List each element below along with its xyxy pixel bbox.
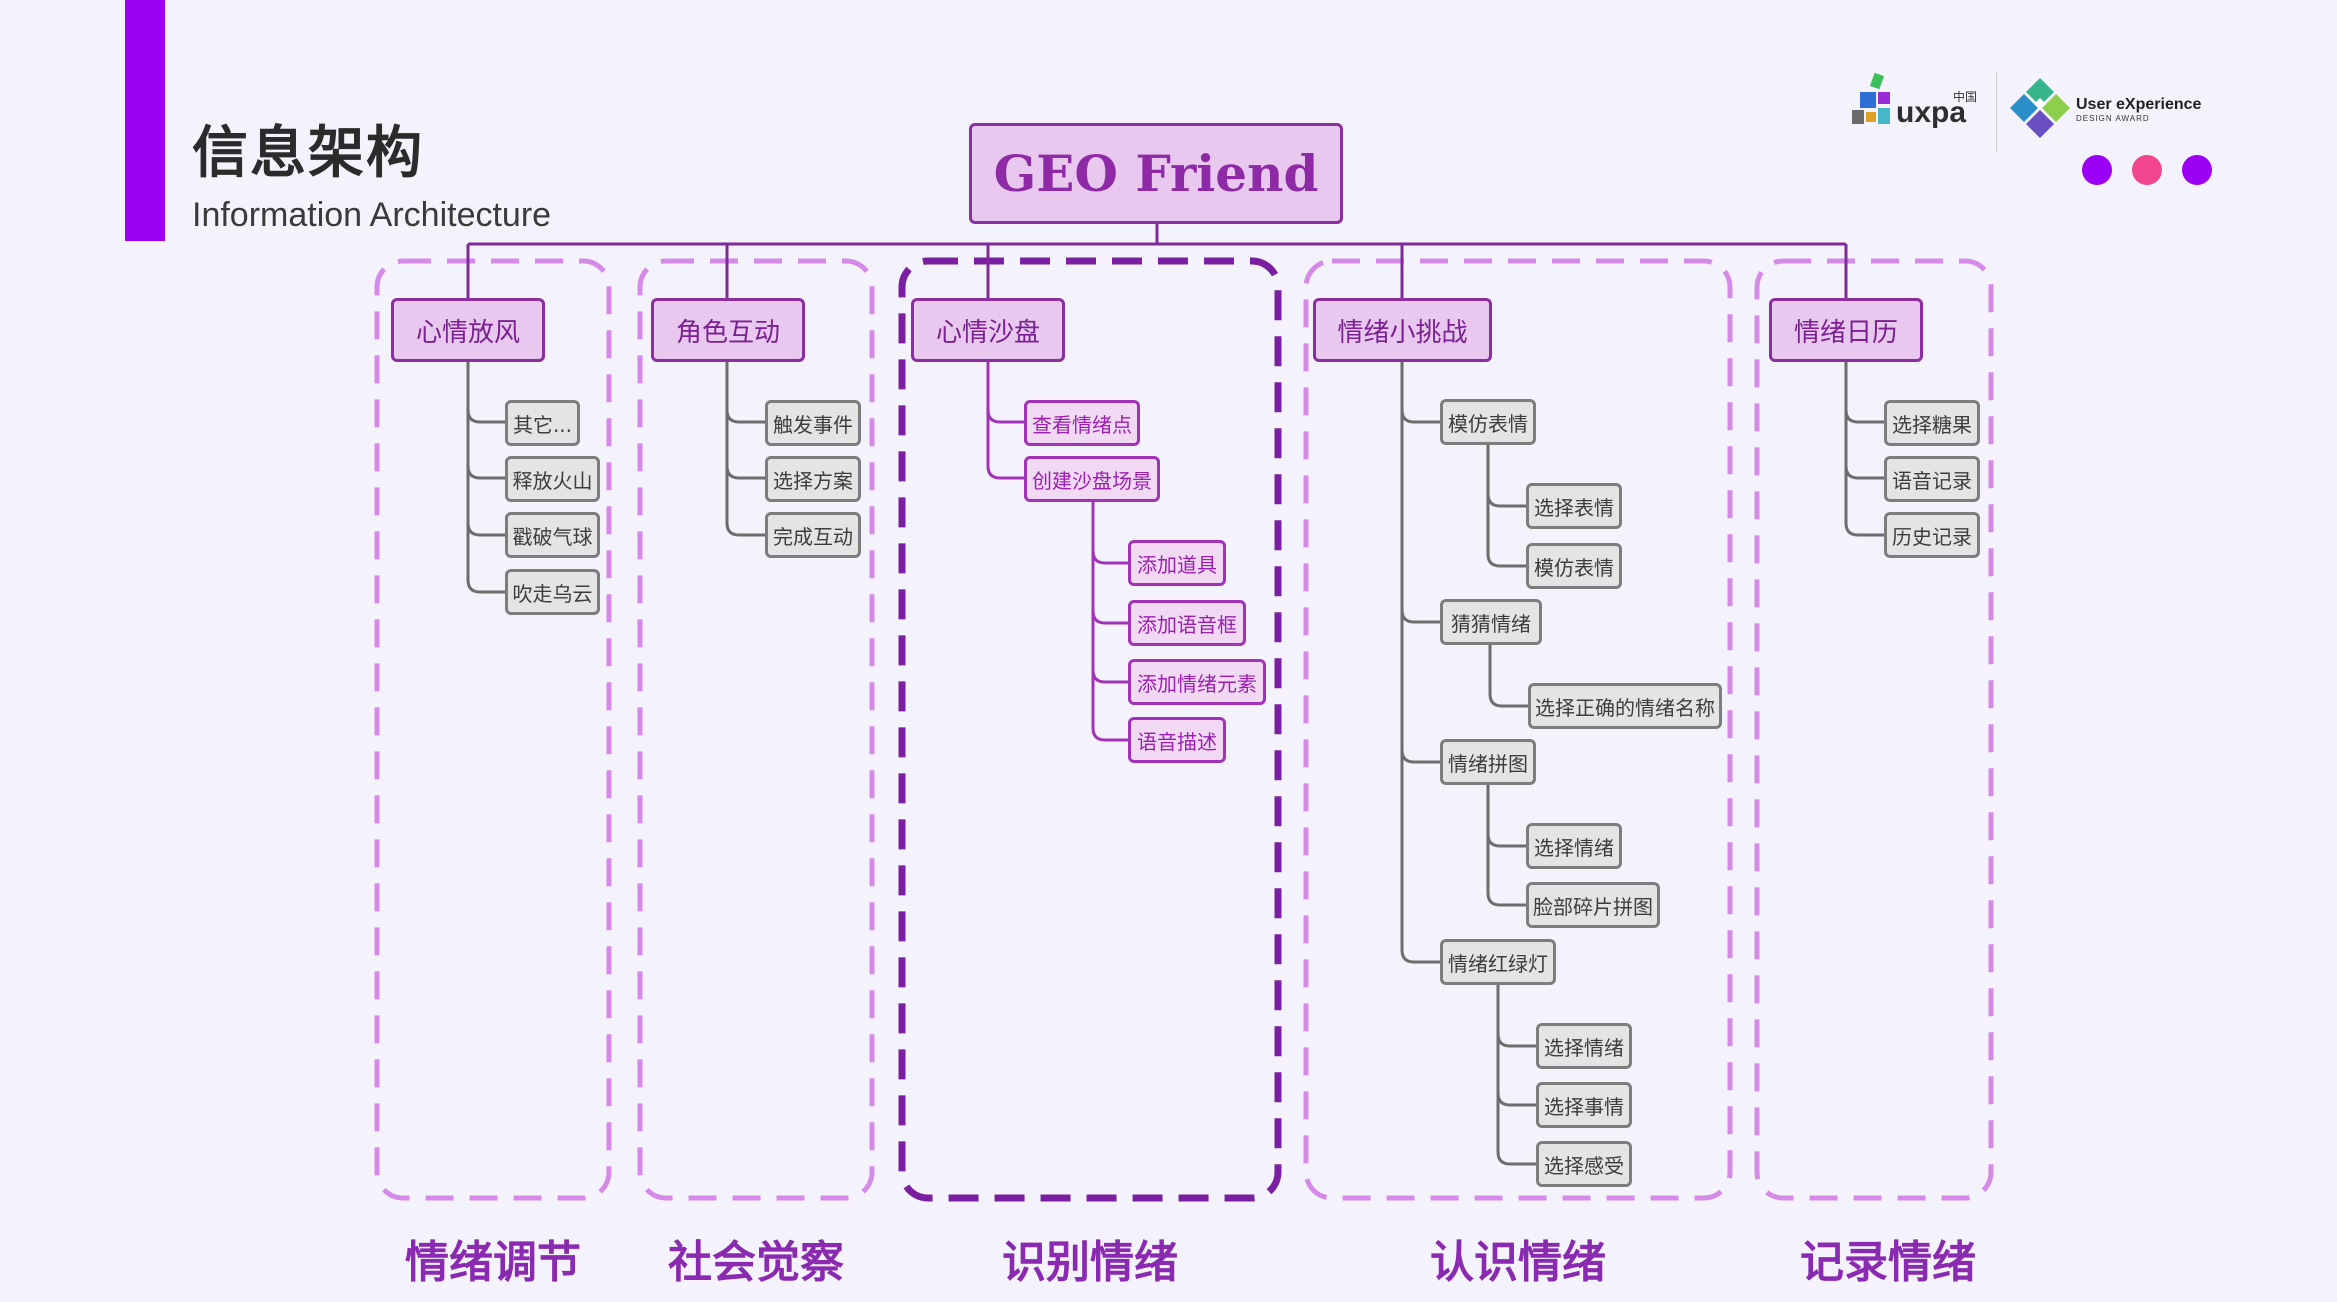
category-emotion-challenge: 情绪小挑战 bbox=[1313, 298, 1492, 362]
uxpa-logo-text: uxpa bbox=[1896, 96, 1967, 129]
tree-node: 语音记录 bbox=[1884, 456, 1980, 502]
ux-award-title: User eXperience bbox=[2076, 96, 2202, 113]
category-emotion-calendar: 情绪日历 bbox=[1769, 298, 1923, 362]
tree-node: 选择表情 bbox=[1526, 483, 1622, 529]
ux-award-subtitle: DESIGN AWARD bbox=[2076, 114, 2150, 123]
tree-node: 释放火山 bbox=[505, 456, 600, 502]
tree-node: 选择情绪 bbox=[1526, 823, 1622, 869]
group-frame-identify-emotion bbox=[898, 257, 1282, 1202]
tree-node: 触发事件 bbox=[765, 400, 861, 446]
tree-node: 猜猜情绪 bbox=[1440, 599, 1542, 645]
tree-node: 吹走乌云 bbox=[505, 569, 600, 615]
tree-node: 戳破气球 bbox=[505, 512, 600, 558]
category-role-interaction: 角色互动 bbox=[651, 298, 805, 362]
root-node: GEO Friend bbox=[969, 123, 1343, 224]
tree-node: 添加情绪元素 bbox=[1128, 659, 1266, 705]
tree-node: 脸部碎片拼图 bbox=[1526, 882, 1660, 928]
tree-node: 添加语音框 bbox=[1128, 600, 1246, 646]
tree-node: 完成互动 bbox=[765, 512, 861, 558]
dot-3 bbox=[2182, 155, 2212, 185]
tree-node: 选择情绪 bbox=[1536, 1023, 1632, 1069]
tree-node: 模仿表情 bbox=[1526, 543, 1622, 589]
uxpa-logo-cn: 中国 bbox=[1953, 90, 1978, 104]
group-label-emotion-regulation: 情绪调节 bbox=[405, 1237, 581, 1288]
category-mood-release: 心情放风 bbox=[391, 298, 545, 362]
accent-bar bbox=[125, 0, 165, 241]
group-frame-record-emotion bbox=[1754, 258, 1994, 1201]
group-label-know-emotion: 认识情绪 bbox=[1430, 1237, 1606, 1288]
group-label-social-awareness: 社会觉察 bbox=[668, 1237, 844, 1288]
group-label-identify-emotion: 识别情绪 bbox=[1002, 1237, 1178, 1288]
tree-node: 情绪拼图 bbox=[1440, 739, 1536, 785]
tree-node: 选择糖果 bbox=[1884, 400, 1980, 446]
tree-node: 语音描述 bbox=[1128, 717, 1226, 763]
tree-node: 添加道具 bbox=[1128, 540, 1226, 586]
logo-divider bbox=[1996, 72, 1997, 152]
tree-node: 其它... bbox=[505, 400, 580, 446]
group-frames bbox=[374, 258, 1994, 1201]
tree-node: 选择感受 bbox=[1536, 1141, 1632, 1187]
group-label-record-emotion: 记录情绪 bbox=[1800, 1237, 1976, 1288]
tree-node: 选择事情 bbox=[1536, 1082, 1632, 1128]
group-frame-know-emotion bbox=[1303, 258, 1733, 1201]
group-frame-social-awareness bbox=[637, 258, 875, 1201]
tree-node: 创建沙盘场景 bbox=[1024, 456, 1160, 502]
category-mood-sandbox: 心情沙盘 bbox=[911, 298, 1065, 362]
ux-award-logo-icon bbox=[2010, 78, 2070, 138]
tree-node: 选择正确的情绪名称 bbox=[1528, 683, 1722, 729]
tree-node: 情绪红绿灯 bbox=[1440, 939, 1556, 985]
tree-node: 选择方案 bbox=[765, 456, 861, 502]
page-subtitle: Information Architecture bbox=[192, 196, 552, 234]
uxpa-logo-icon bbox=[1852, 72, 1890, 124]
tree-node: 模仿表情 bbox=[1440, 399, 1536, 445]
group-frame-emotion-regulation bbox=[374, 258, 612, 1201]
dot-2 bbox=[2132, 155, 2162, 185]
tree-node: 查看情绪点 bbox=[1024, 400, 1140, 446]
page-title: 信息架构 bbox=[192, 121, 424, 186]
dot-1 bbox=[2082, 155, 2112, 185]
tree-node: 历史记录 bbox=[1884, 512, 1980, 558]
